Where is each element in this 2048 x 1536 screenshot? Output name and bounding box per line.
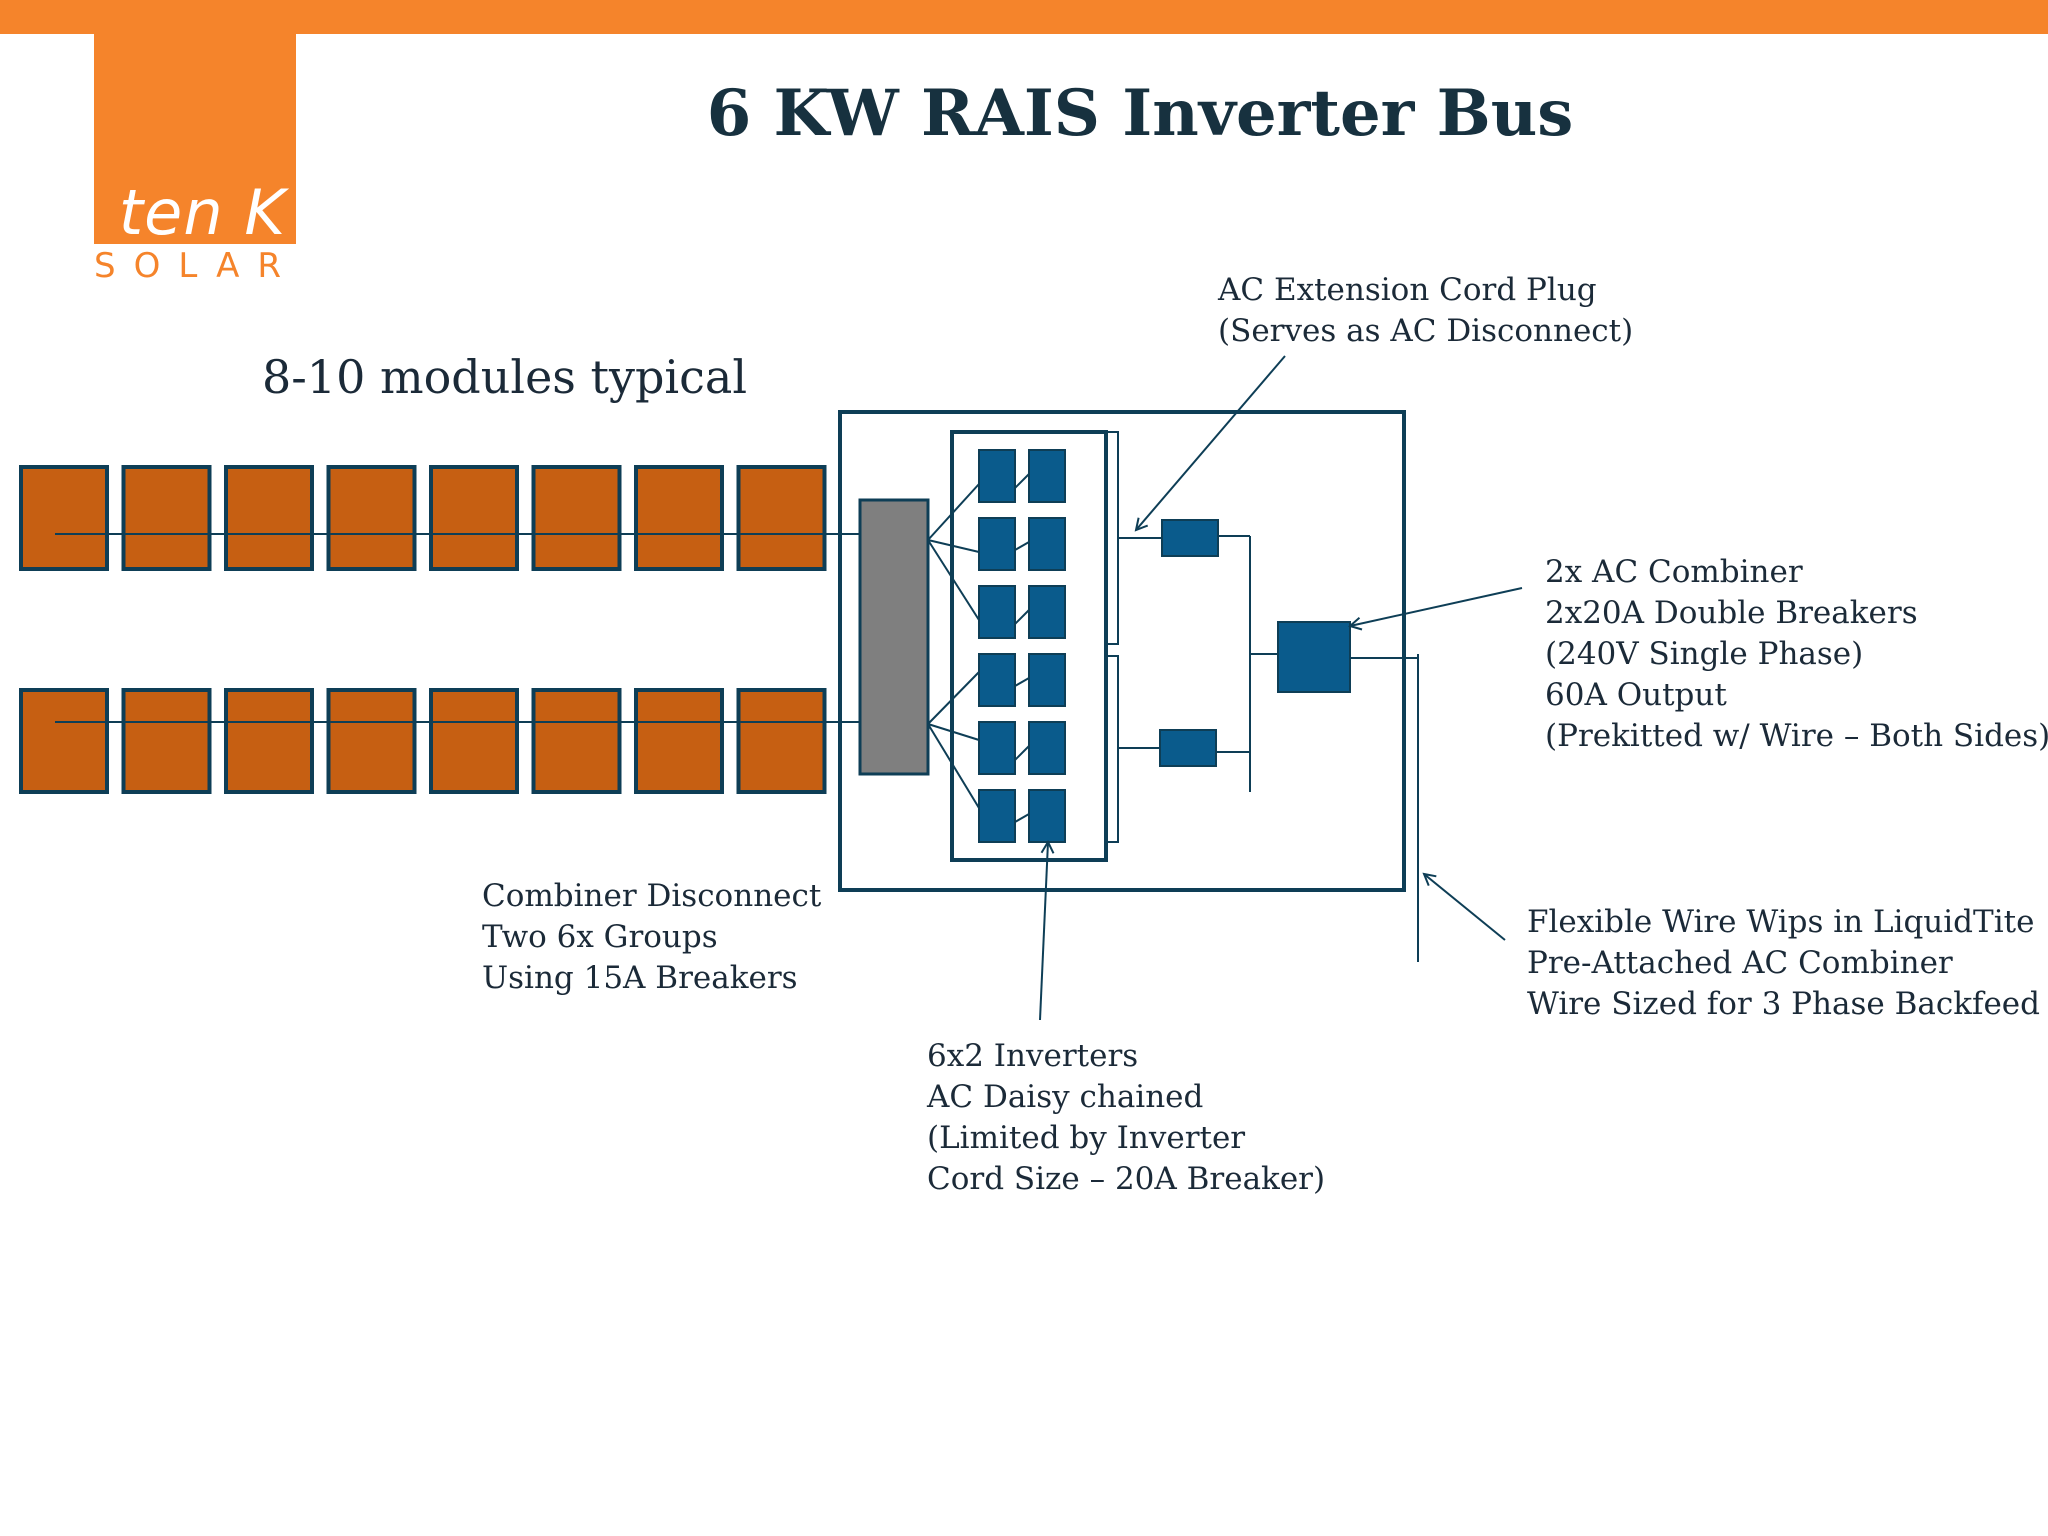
flex-wire-callout-line: Wire Sized for 3 Phase Backfeed — [1527, 986, 2040, 1022]
pv-module — [326, 465, 417, 571]
modules-typical-label: 8-10 modules typical — [262, 350, 748, 404]
ac-combiner-callout-line: (Prekitted w/ Wire – Both Sides) — [1545, 718, 2048, 754]
enclosure-box — [838, 410, 1406, 892]
inverter — [978, 721, 1016, 775]
ac-plug-callout-line: (Serves as AC Disconnect) — [1218, 313, 1634, 349]
inverter — [978, 449, 1016, 503]
inverter — [1028, 449, 1066, 503]
daisy-chain-link — [1014, 813, 1030, 823]
combiner-disconnect-callout-line: Two 6x Groups — [482, 919, 718, 955]
top-accent-bar — [0, 0, 2048, 34]
pv-module — [736, 688, 827, 794]
inverter — [978, 585, 1016, 639]
inverters-callout-line: AC Daisy chained — [927, 1079, 1204, 1115]
combiner-disconnect-callout-line: Using 15A Breakers — [482, 960, 798, 996]
arrow-ac-plug — [1136, 355, 1286, 530]
arrow-ac-combiner — [1350, 587, 1523, 626]
company-logo: ten K SOLAR — [94, 34, 296, 286]
inverters-callout-line: Cord Size – 20A Breaker) — [927, 1161, 1326, 1197]
arrow-flex-wire — [1424, 874, 1506, 941]
logo-mark: ten K — [94, 34, 296, 249]
ac-combiner-callout-line: (240V Single Phase) — [1545, 636, 1864, 672]
ac-combiner-callout: 2x AC Combiner 2x20A Double Breakers (24… — [1545, 552, 2048, 757]
pv-module — [121, 688, 212, 794]
ac-plug-callout-line: AC Extension Cord Plug — [1218, 272, 1597, 308]
pv-module — [326, 688, 417, 794]
inverters-callout-line: 6x2 Inverters — [927, 1038, 1139, 1074]
ac-plug-lower — [1159, 729, 1217, 767]
combiner-disconnect — [858, 498, 930, 776]
logo-subtitle: SOLAR — [94, 246, 299, 286]
inverters-callout: 6x2 Inverters AC Daisy chained (Limited … — [927, 1036, 1325, 1200]
flex-wire-callout-line: Pre-Attached AC Combiner — [1527, 945, 1953, 981]
logo-brand-text: ten K — [118, 176, 286, 249]
pv-module — [224, 688, 314, 794]
ac-combiner-callout-line: 2x AC Combiner — [1545, 554, 1803, 590]
fan-wires — [927, 483, 980, 809]
pv-module — [19, 465, 109, 571]
daisy-chain-link — [1014, 473, 1030, 489]
pv-module — [736, 465, 827, 571]
inverter — [978, 653, 1016, 707]
flex-wire-callout: Flexible Wire Wips in LiquidTite Pre-Att… — [1527, 902, 2040, 1025]
fan-wire — [927, 539, 980, 621]
inverter — [978, 789, 1016, 843]
daisy-chain-link — [1014, 541, 1030, 551]
pv-module — [531, 465, 622, 571]
module-row-2 — [19, 688, 827, 794]
fan-wire — [927, 671, 980, 725]
fan-wire — [927, 483, 980, 541]
pv-module — [121, 465, 212, 571]
inverter — [1028, 789, 1066, 843]
inverters-callout-line: (Limited by Inverter — [927, 1120, 1246, 1156]
pv-module — [429, 688, 519, 794]
inverter — [1028, 585, 1066, 639]
inverter — [1028, 653, 1066, 707]
pv-module — [634, 688, 724, 794]
ac-plug-callout: AC Extension Cord Plug (Serves as AC Dis… — [1218, 270, 1633, 352]
fan-wire — [927, 723, 980, 741]
combiner-disconnect-callout: Combiner Disconnect Two 6x Groups Using … — [482, 876, 821, 999]
inverter — [1028, 721, 1066, 775]
ac-combiner-callout-line: 60A Output — [1545, 677, 1727, 713]
module-row-1 — [19, 465, 827, 571]
ac-combiner — [1277, 621, 1351, 693]
inverter-grid — [978, 449, 1066, 843]
inverter-panel — [950, 430, 1108, 862]
pv-module — [634, 465, 724, 571]
fan-wire — [927, 723, 980, 809]
fan-wire — [927, 539, 980, 553]
inverter — [978, 517, 1016, 571]
ac-combiner-callout-line: 2x20A Double Breakers — [1545, 595, 1918, 631]
combiner-disconnect-callout-line: Combiner Disconnect — [482, 878, 822, 914]
pv-module — [19, 688, 109, 794]
daisy-chain-link — [1014, 745, 1030, 761]
arrow-inverters — [1039, 842, 1048, 1021]
pv-module — [429, 465, 519, 571]
flex-wire-callout-line: Flexible Wire Wips in LiquidTite — [1527, 904, 2035, 940]
slide-title: 6 KW RAIS Inverter Bus — [706, 76, 1574, 151]
pv-module — [531, 688, 622, 794]
daisy-chain-link — [1014, 609, 1030, 625]
inverter — [1028, 517, 1066, 571]
pv-module — [224, 465, 314, 571]
daisy-chain-link — [1014, 677, 1030, 687]
ac-plug-upper — [1161, 519, 1219, 557]
